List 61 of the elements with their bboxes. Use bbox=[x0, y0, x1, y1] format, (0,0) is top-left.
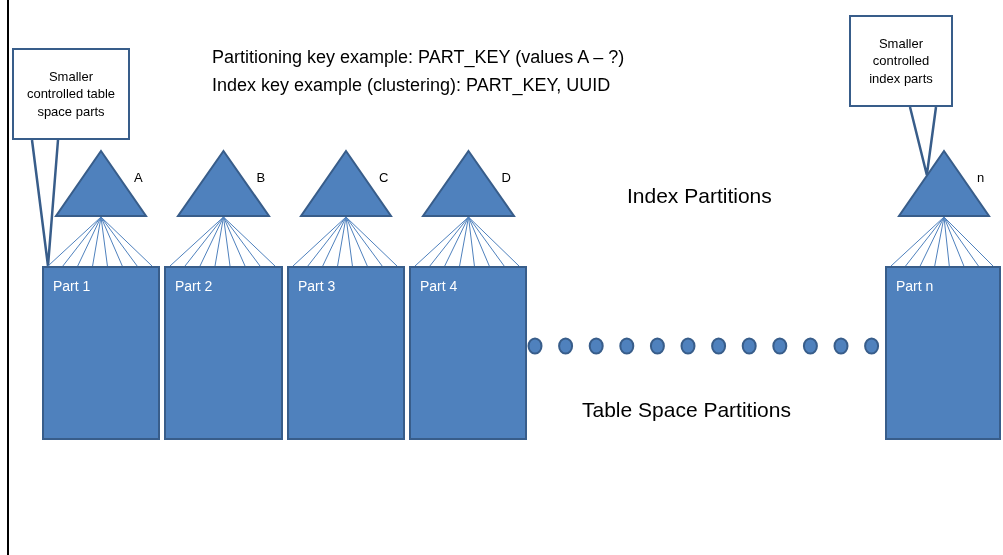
connector-line bbox=[199, 216, 224, 267]
connector-line bbox=[47, 216, 102, 267]
partition-block bbox=[42, 266, 160, 440]
connector-line bbox=[307, 216, 347, 267]
partition-label: Part 3 bbox=[298, 278, 336, 294]
caption-text: Index Partitions bbox=[627, 184, 772, 208]
connector-line bbox=[919, 216, 945, 267]
connector-line bbox=[169, 216, 224, 267]
connector-line bbox=[100, 216, 123, 267]
connector-line bbox=[429, 216, 469, 267]
connector-line bbox=[444, 216, 469, 267]
connector-line bbox=[62, 216, 102, 267]
partition-block bbox=[287, 266, 405, 440]
caption-text: Table Space Partitions bbox=[582, 398, 791, 422]
connector-line bbox=[92, 216, 102, 267]
partition-letter: C bbox=[379, 170, 389, 185]
connector-line bbox=[934, 216, 945, 267]
partition-label: Part 1 bbox=[53, 278, 91, 294]
connector-line bbox=[943, 216, 965, 267]
partition-label: Part 2 bbox=[175, 278, 213, 294]
partition-letter: B bbox=[256, 170, 266, 185]
connector-line bbox=[943, 216, 994, 267]
caption-text: Index key example (clustering): PART_KEY, UUID bbox=[212, 75, 611, 96]
connector-line bbox=[292, 216, 347, 267]
connector-line bbox=[468, 216, 520, 267]
partition-letter: D bbox=[501, 170, 511, 185]
partition-label: Part n bbox=[896, 278, 934, 294]
callout-box bbox=[849, 15, 953, 107]
callout-box bbox=[12, 48, 130, 140]
partition-letter: n bbox=[977, 170, 985, 185]
connector-line bbox=[943, 216, 950, 267]
callout-pointer bbox=[908, 105, 938, 177]
callout-text: Smaller controlled table space parts bbox=[25, 67, 117, 121]
connector-line bbox=[337, 216, 347, 267]
connector-line bbox=[214, 216, 224, 267]
partition-block bbox=[885, 266, 1001, 440]
partition-label: Part 4 bbox=[420, 278, 458, 294]
partition-block bbox=[164, 266, 283, 440]
connector-line bbox=[223, 216, 246, 267]
connector-line bbox=[184, 216, 224, 267]
connector-line bbox=[345, 216, 383, 267]
connector-line bbox=[100, 216, 153, 267]
callout-text: Smaller controlled index parts bbox=[868, 34, 934, 88]
connector-line bbox=[100, 216, 138, 267]
connector-line bbox=[468, 216, 490, 267]
connector-line bbox=[905, 216, 945, 267]
caption-text: Partitioning key example: PART_KEY (values A – ?) bbox=[212, 47, 625, 68]
connector-line bbox=[943, 216, 979, 267]
connector-line bbox=[322, 216, 347, 267]
callout-pointer bbox=[30, 138, 60, 268]
partition-letter: A bbox=[134, 170, 143, 185]
connector-line bbox=[890, 216, 945, 267]
connector-line bbox=[223, 216, 231, 267]
connector-line bbox=[345, 216, 368, 267]
connector-line bbox=[459, 216, 469, 267]
connector-line bbox=[223, 216, 276, 267]
partition-block bbox=[409, 266, 527, 440]
connector-line bbox=[414, 216, 469, 267]
connector-line bbox=[77, 216, 102, 267]
connector-line bbox=[345, 216, 398, 267]
connector-line bbox=[468, 216, 475, 267]
